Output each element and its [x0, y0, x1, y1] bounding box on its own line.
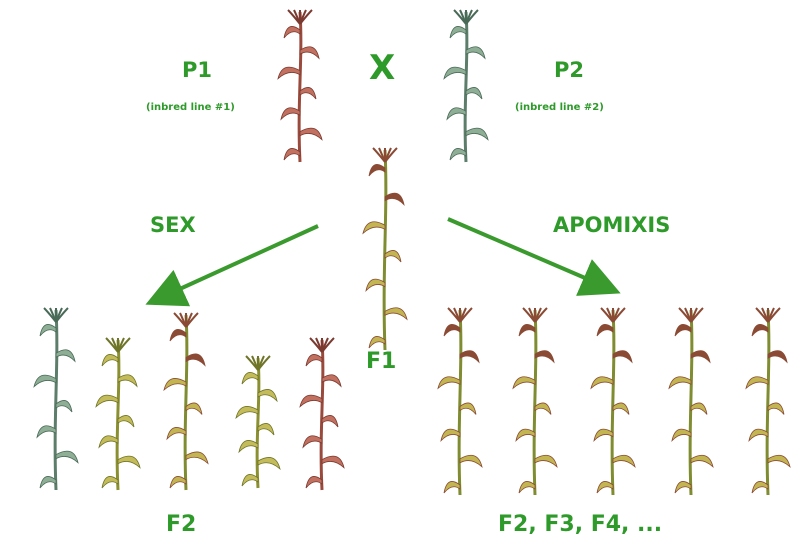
apomixis-generations-label: F2, F3, F4, ... — [498, 512, 662, 537]
f2-sex-label: F2 — [166, 512, 196, 537]
sex-label: SEX — [150, 213, 196, 237]
p1-plant — [278, 10, 322, 162]
apomixis-plant-4 — [669, 308, 713, 495]
p1-sublabel: (inbred line #1) — [146, 102, 235, 113]
f2-sex-plant-2 — [96, 338, 140, 490]
plants-layer — [34, 10, 790, 495]
apomixis-plant-1 — [438, 308, 482, 495]
f2-sex-plant-1 — [34, 308, 78, 490]
apomixis-plant-3 — [591, 308, 635, 495]
f1-label: F1 — [366, 349, 396, 374]
p2-label: P2 — [554, 58, 584, 82]
f2-sex-plant-3 — [164, 313, 208, 490]
p1-label: P1 — [182, 58, 212, 82]
apomixis-plant-5 — [746, 308, 790, 495]
f1-plant — [363, 148, 407, 350]
f2-sex-plant-4 — [236, 356, 280, 488]
f2-sex-plant-5 — [300, 338, 344, 490]
p2-plant — [444, 10, 488, 162]
apomixis-plant-2 — [513, 308, 557, 495]
cross-symbol: X — [369, 48, 395, 88]
apomixis-label: APOMIXIS — [553, 213, 670, 237]
p2-sublabel: (inbred line #2) — [515, 102, 604, 113]
